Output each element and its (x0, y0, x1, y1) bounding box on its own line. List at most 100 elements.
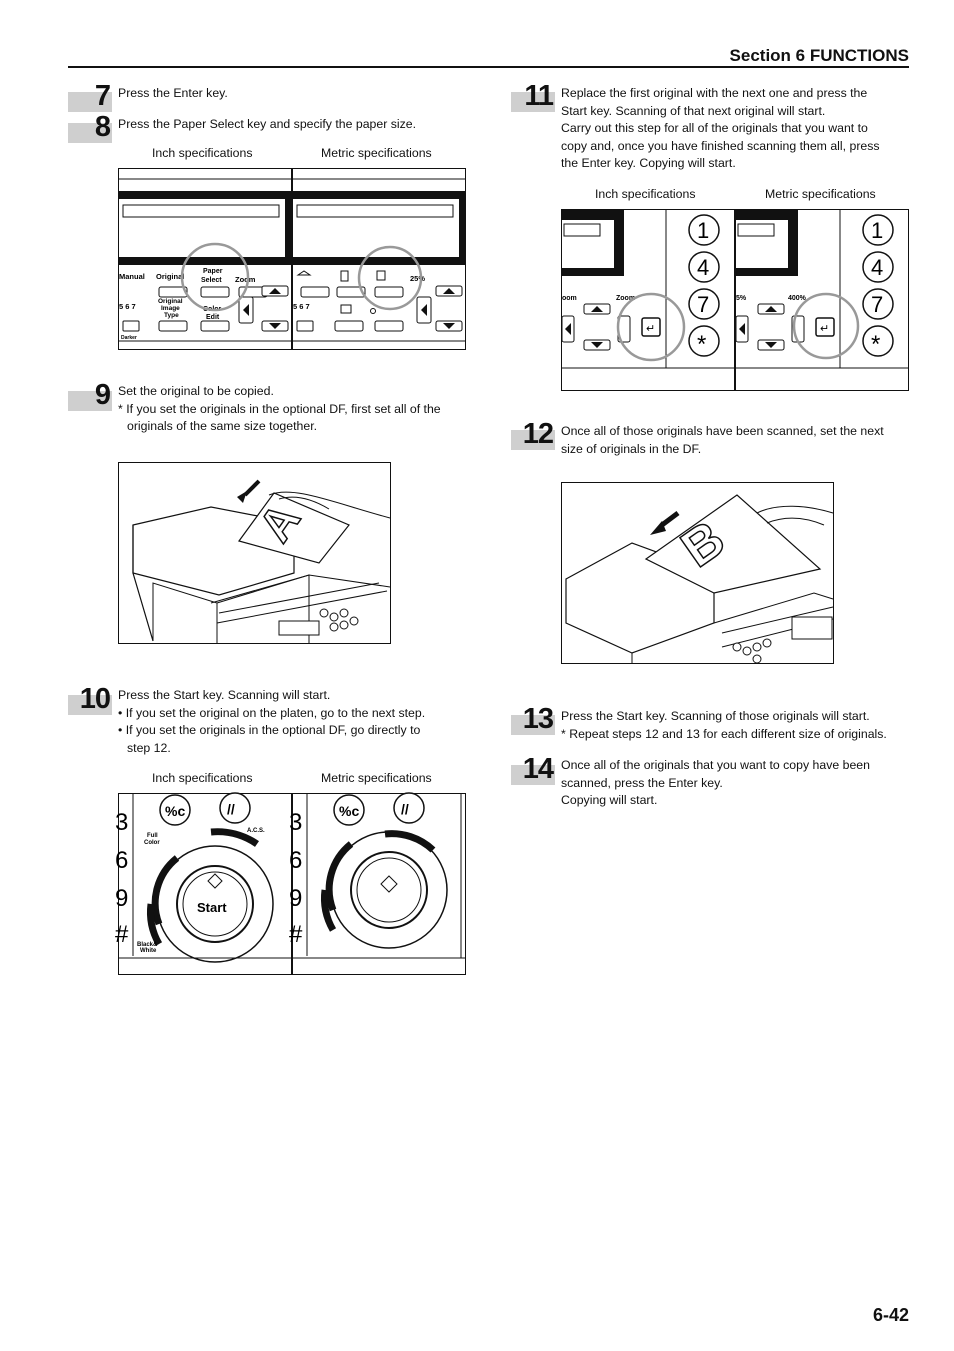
df-original-a-figure: A (118, 462, 391, 644)
step-7-number: 7 (68, 80, 112, 112)
up-arrow-icon (443, 288, 455, 294)
color-edit-key[interactable] (200, 320, 230, 332)
step-12-number: 12 (511, 418, 555, 450)
paper-label: Paper (203, 268, 223, 275)
original-image-type-label-3: Type (164, 312, 179, 319)
original-key[interactable] (158, 286, 188, 298)
enter-icon: ↵ (820, 323, 829, 335)
paper-select-panel-metric-figure: 25% 5 6 7 (292, 168, 466, 350)
arrow-icon (650, 521, 666, 535)
full-color-label-2: Color (144, 840, 160, 846)
step-12-text-block: Once all of those originals have been sc… (561, 423, 911, 458)
left-arrow-icon (565, 323, 571, 335)
reset-key[interactable] (219, 792, 251, 824)
start-key[interactable] (176, 865, 254, 943)
left-arrow-icon (243, 304, 249, 316)
left-arrow-icon (739, 323, 745, 335)
image-type-key[interactable] (334, 320, 364, 332)
down-arrow-icon (591, 342, 603, 348)
original-label: Original (156, 272, 184, 281)
key-4[interactable] (862, 251, 894, 283)
step-9-text-block: Set the original to be copied. * If you … (118, 383, 478, 436)
highlight-circle (357, 245, 423, 311)
enter-icon: ↵ (646, 323, 655, 335)
paper-select-key[interactable] (200, 286, 230, 298)
paper-select-key[interactable] (374, 286, 404, 298)
manual-key[interactable] (300, 286, 330, 298)
start-diamond-icon (380, 875, 398, 893)
original-image-type-label-2: Image (161, 305, 180, 312)
step-12-line-2: size of originals in the DF. (561, 441, 702, 456)
exposure-key[interactable] (296, 320, 314, 332)
clear-key[interactable] (159, 794, 191, 826)
zoom-label: Zoom (235, 275, 256, 284)
reset-key[interactable] (393, 792, 425, 824)
key-1-label: 1 (871, 218, 883, 243)
image-type-key[interactable] (158, 320, 188, 332)
key-7[interactable] (688, 288, 720, 320)
up-arrow-icon (765, 306, 777, 312)
exposure-numbers: 5 6 7 (293, 302, 310, 311)
step-10-caption-metric: Metric specifications (321, 771, 432, 785)
acs-label: A.C.S. (247, 828, 265, 834)
step-8-caption-metric: Metric specifications (321, 146, 432, 160)
original-image-type-label-1: Original (158, 298, 183, 305)
step-14-number: 14 (511, 753, 555, 785)
key-star[interactable] (862, 325, 894, 357)
down-arrow-icon (269, 323, 281, 329)
zoom-label-left: oom (562, 295, 577, 302)
clear-key[interactable] (333, 794, 365, 826)
step-12-line-1: Once all of those originals have been sc… (561, 424, 884, 438)
start-key-metric-figure: 3 6 9 # %c // (289, 792, 466, 975)
enter-key[interactable] (815, 317, 835, 337)
up-arrow-icon (269, 288, 281, 294)
key-7-label: 7 (697, 292, 709, 317)
step-13-number: 13 (511, 703, 555, 735)
key-1[interactable] (862, 214, 894, 246)
insert-arrow-icon (660, 511, 680, 527)
key-4[interactable] (688, 251, 720, 283)
key-9: 9 (289, 885, 302, 912)
step-13-note: * Repeat steps 12 and 13 for each differ… (561, 726, 887, 741)
up-arrow-icon (591, 306, 603, 312)
key-3: 3 (289, 809, 302, 836)
clear-key-label: %c (339, 803, 359, 819)
step-14-text-block: Once all of the originals that you want … (561, 757, 911, 810)
key-7[interactable] (862, 288, 894, 320)
step-10-caption-inch: Inch specifications (152, 771, 253, 785)
step-11-line-5: the Enter key. Copying will start. (561, 156, 736, 171)
step-9-note: * If you set the originals in the option… (118, 401, 441, 416)
clear-key-label: %c (165, 803, 185, 819)
black-white-label-1: Black& (137, 942, 158, 948)
step-14-line-2: scanned, press the Enter key. (561, 775, 723, 790)
step-11-line-1: Replace the first original with the next… (561, 86, 868, 100)
start-key-label: Start (197, 900, 227, 915)
paper-icon (376, 270, 386, 281)
color-edit-key[interactable] (374, 320, 404, 332)
highlight-circle (180, 242, 250, 312)
enter-key[interactable] (641, 317, 661, 337)
left-arrow-icon (421, 304, 427, 316)
step-8-text: Press the Paper Select key and specify t… (118, 117, 417, 131)
key-7-label: 7 (871, 292, 883, 317)
full-color-label-1: Full (147, 833, 158, 839)
exposure-key[interactable] (122, 320, 140, 332)
paper-sheet (238, 492, 350, 564)
zoom-percent: 25% (410, 274, 425, 283)
key-1[interactable] (688, 214, 720, 246)
step-11-line-2: Start key. Scanning of that next origina… (561, 103, 826, 118)
darker-label: Darker (121, 335, 137, 341)
manual-label: Manual (119, 272, 145, 281)
key-star[interactable] (688, 325, 720, 357)
zoom-pct-left: 5% (736, 295, 747, 302)
paper-sheet (644, 494, 822, 594)
zoom-pct-400: 400% (788, 295, 807, 302)
step-8-number: 8 (68, 111, 112, 143)
original-key[interactable] (336, 286, 366, 298)
exposure-numbers: 5 6 7 (119, 302, 136, 311)
key-1-label: 1 (697, 218, 709, 243)
enter-key-inch-figure: 1 4 7 * oom Zoom ↵ (561, 209, 735, 391)
key-star-label: * (697, 331, 706, 358)
step-7-text: Press the Enter key. (118, 86, 228, 100)
step-9-text: Set the original to be copied. (118, 384, 274, 398)
